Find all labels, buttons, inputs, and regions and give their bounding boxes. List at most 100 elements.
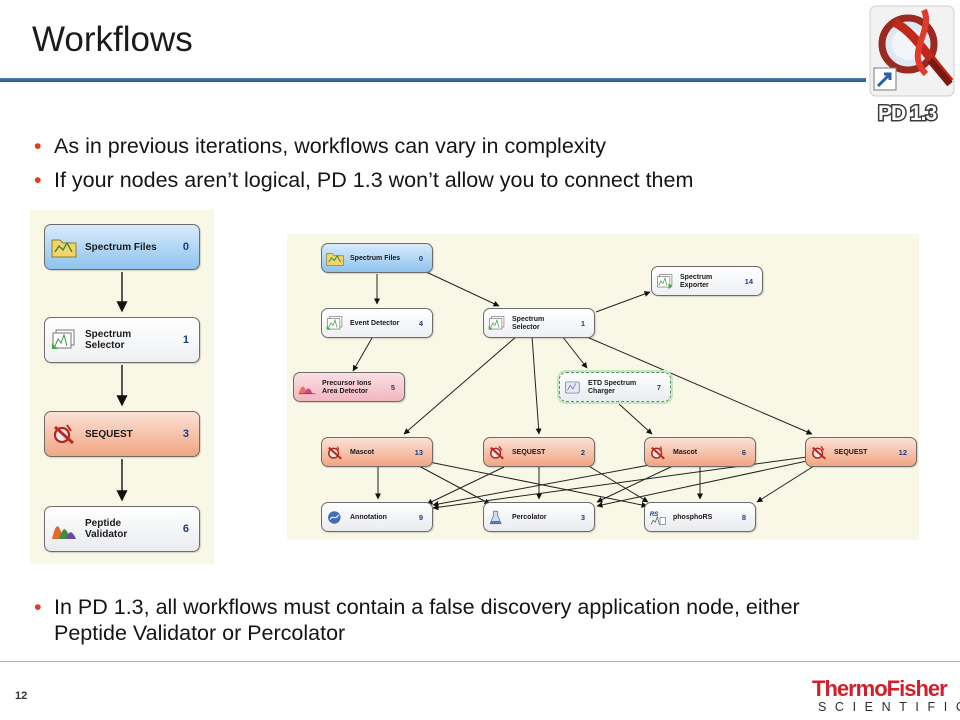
node-sequest[interactable]: SEQUEST 12: [805, 437, 917, 467]
node-phosphors[interactable]: RS phosphoRS 8: [644, 502, 756, 532]
bullet-text: As in previous iterations, workflows can…: [54, 134, 607, 158]
connector-arrow: [416, 464, 491, 505]
annotation-icon: [328, 511, 341, 524]
title-rule: [0, 78, 866, 82]
thermo-fisher-logo-subtitle: SCIENTIFIC: [818, 700, 960, 714]
node-event-detector[interactable]: Event Detector 4: [321, 308, 433, 338]
folder-icon: [326, 253, 344, 266]
node-number: 6: [741, 448, 746, 457]
node-number: 13: [414, 448, 423, 457]
node-number: 0: [418, 254, 423, 263]
connector-arrow: [561, 335, 588, 369]
bullet-item: • In PD 1.3, all workflows must contain a…: [34, 594, 854, 646]
node-number: 2: [580, 448, 585, 457]
node-label: SEQUEST: [512, 449, 546, 456]
connector-arrow: [618, 403, 653, 435]
node-number: 12: [898, 448, 907, 457]
top-bullet-list: • As in previous iterations, workflows ca…: [34, 133, 854, 201]
node-number: 5: [390, 383, 395, 392]
sequest-icon: [812, 445, 826, 460]
node-number: 4: [418, 319, 423, 328]
node-number: 14: [744, 277, 753, 286]
svg-text:6: 6: [659, 446, 662, 452]
node-sequest[interactable]: SEQUEST 3: [44, 411, 200, 457]
bullet-dot: •: [34, 168, 42, 192]
node-label: SEQUEST: [85, 429, 133, 440]
node-mascot[interactable]: 6 Mascot 13: [321, 437, 433, 467]
slide-title: Workflows: [32, 20, 193, 59]
bullet-text: In PD 1.3, all workflows must contain a …: [54, 595, 800, 645]
sequest-icon: [53, 424, 74, 445]
mascot-icon: 6: [328, 446, 342, 460]
connector-arrow: [596, 463, 678, 503]
node-annotation[interactable]: Annotation 9: [321, 502, 433, 532]
spectrum-selector-icon: [488, 316, 505, 330]
node-spectrum-files[interactable]: Spectrum Files 0: [321, 243, 433, 273]
node-number: 3: [182, 428, 189, 440]
connector-arrow: [421, 269, 500, 307]
node-label: phosphoRS: [673, 514, 713, 521]
svg-text:RS: RS: [650, 511, 659, 518]
node-label: Mascot: [673, 449, 698, 456]
peptide-validator-icon: [52, 526, 76, 539]
bullet-item: •If your nodes aren’t logical, PD 1.3 wo…: [34, 167, 854, 193]
connector-arrow: [756, 463, 818, 503]
node-number: 6: [182, 523, 189, 535]
node-number: 3: [580, 513, 585, 522]
connector-arrow: [579, 333, 813, 435]
node-mascot[interactable]: 6 Mascot 6: [644, 437, 756, 467]
connector-arrow: [352, 337, 373, 372]
folder-icon: [51, 239, 77, 258]
sequest-icon: [490, 445, 504, 460]
node-percolator[interactable]: Percolator 3: [483, 502, 595, 532]
connector-arrow: [531, 335, 542, 435]
node-label: Event Detector: [350, 320, 400, 327]
node-number: 1: [182, 334, 189, 346]
slide-number: 12: [15, 690, 28, 702]
node-number: 8: [741, 513, 746, 522]
node-number: 0: [182, 241, 189, 253]
pd-app-logo: PD 1.3: [864, 2, 958, 132]
event-detector-icon: [326, 316, 343, 330]
connector-arrow: [432, 463, 656, 507]
connector-arrow: [426, 466, 505, 505]
thermo-fisher-logo: ThermoFisher: [812, 676, 948, 701]
bullet-dot: •: [34, 595, 42, 619]
node-label: Annotation: [350, 514, 387, 521]
spectrum-selector-icon: [52, 329, 75, 349]
node-label: Spectrum Files: [85, 242, 157, 253]
spectrum-exporter-icon: [657, 274, 673, 290]
node-label: SEQUEST: [834, 449, 868, 456]
connector-arrow: [586, 464, 649, 503]
node-number: 7: [656, 383, 661, 392]
node-number: 9: [418, 513, 423, 522]
simple-workflow-connectors: [116, 272, 128, 502]
precursor-ions-icon: [298, 386, 316, 395]
node-label: Mascot: [350, 449, 375, 456]
connector-arrow: [596, 460, 808, 508]
node-spectrum-files[interactable]: Spectrum Files 0: [44, 224, 200, 270]
etd-charger-icon: [565, 381, 580, 394]
node-label: Spectrum Files: [350, 255, 401, 262]
svg-text:6: 6: [336, 446, 339, 452]
proteome-discoverer-icon: [869, 5, 955, 97]
connector-arrow: [595, 291, 651, 313]
footer-rule: [0, 661, 960, 662]
percolator-icon: [489, 510, 502, 525]
node-sequest[interactable]: SEQUEST 2: [483, 437, 595, 467]
connector-arrow: [403, 335, 518, 435]
